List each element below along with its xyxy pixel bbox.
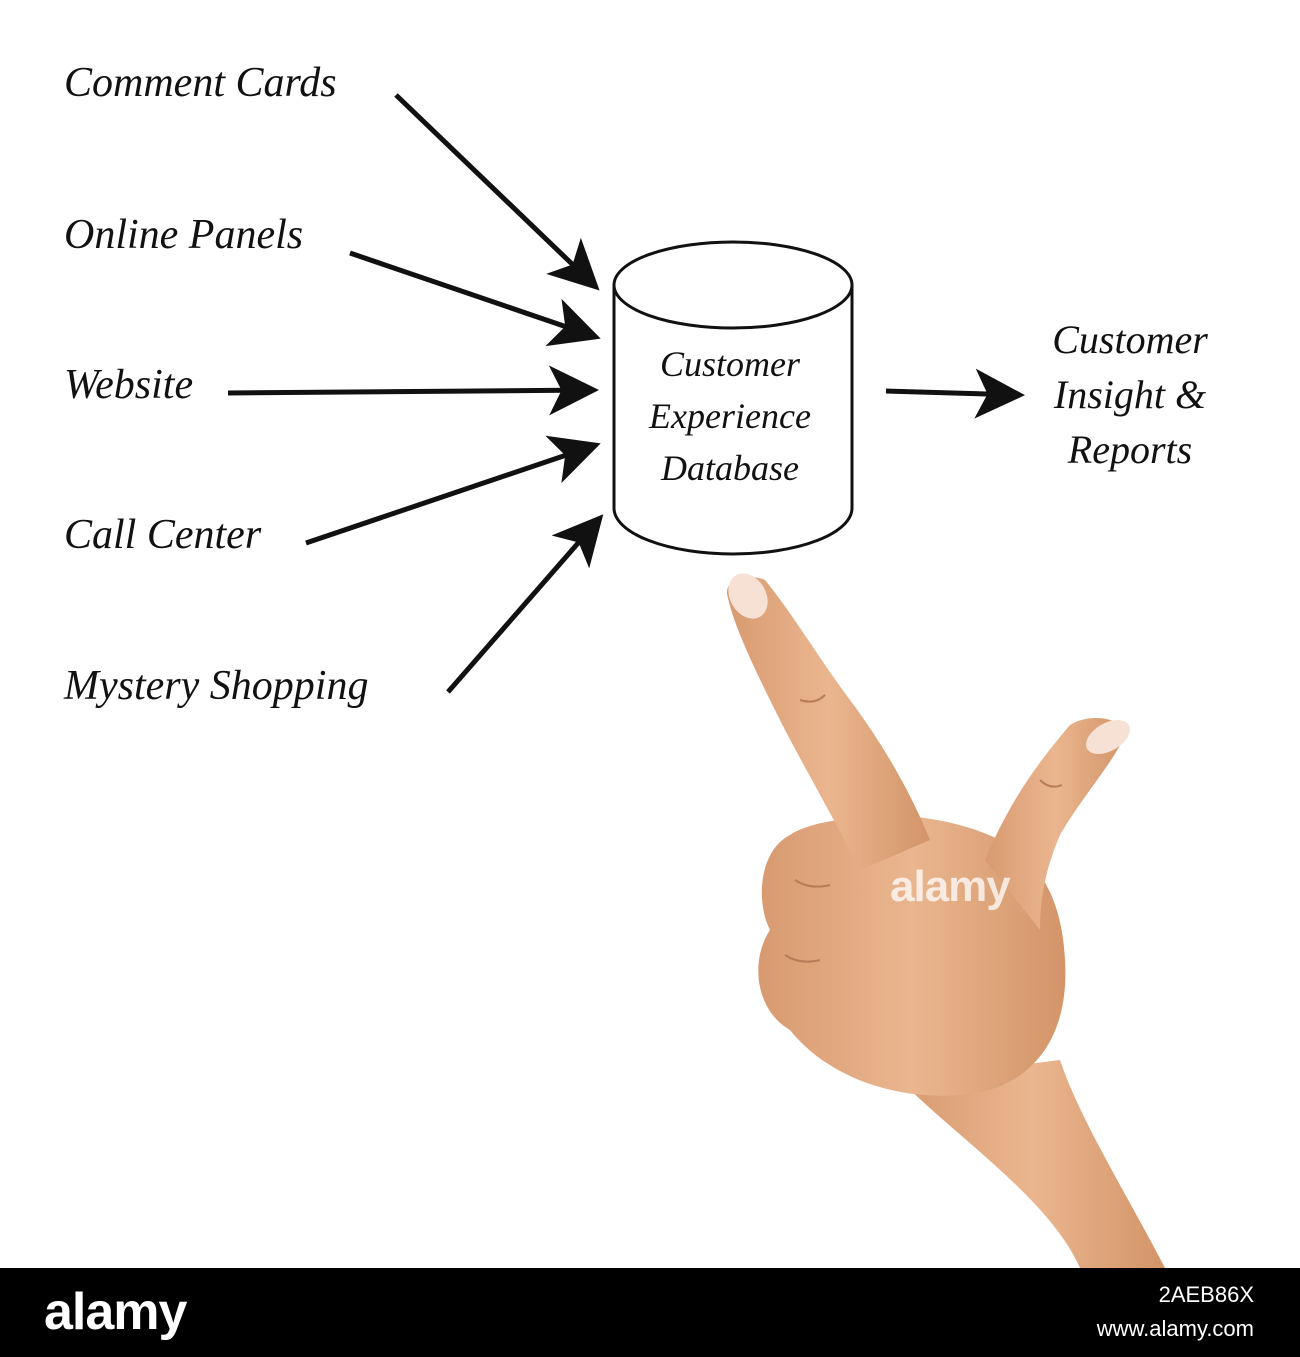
watermark-center: alamy bbox=[890, 862, 1011, 911]
source-label-call-center: Call Center bbox=[64, 512, 262, 558]
source-label-website: Website bbox=[64, 362, 194, 408]
source-label-mystery-shopping: Mystery Shopping bbox=[64, 663, 369, 709]
arrow-website bbox=[227, 365, 599, 416]
database-label-line-3: Database bbox=[661, 448, 799, 488]
arrow-mystery-shopping bbox=[446, 514, 604, 694]
diagram-canvas: Comment Cards Online Panels Website Call… bbox=[64, 60, 1240, 1268]
output-label-line-1: Customer bbox=[1052, 317, 1208, 362]
footer-brand-logo: alamy bbox=[44, 1283, 187, 1341]
source-label-online-panels: Online Panels bbox=[64, 212, 304, 258]
arrow-call-center bbox=[305, 435, 601, 546]
source-label-comment-cards: Comment Cards bbox=[64, 60, 337, 106]
stock-footer-bar: alamy 2AEB86X www.alamy.com bbox=[0, 1268, 1300, 1357]
arrow-output bbox=[885, 368, 1025, 419]
database-cylinder bbox=[612, 240, 854, 556]
database-label: Customer Experience Database bbox=[600, 338, 860, 494]
arrow-comment-cards bbox=[394, 93, 600, 291]
database-label-line-1: Customer bbox=[659, 344, 800, 384]
output-label-line-3: Reports bbox=[1067, 427, 1193, 472]
diagram-graphics bbox=[227, 93, 1165, 1268]
output-label: Customer Insight & Reports bbox=[1020, 312, 1240, 477]
footer-image-id: 2AEB86X bbox=[1158, 1282, 1254, 1307]
output-label-line-2: Insight & bbox=[1053, 372, 1207, 417]
arrow-online-panels bbox=[349, 250, 601, 347]
database-label-line-2: Experience bbox=[649, 396, 811, 436]
footer-site-url: www.alamy.com bbox=[1096, 1316, 1254, 1341]
pointing-hand-image bbox=[727, 573, 1165, 1268]
